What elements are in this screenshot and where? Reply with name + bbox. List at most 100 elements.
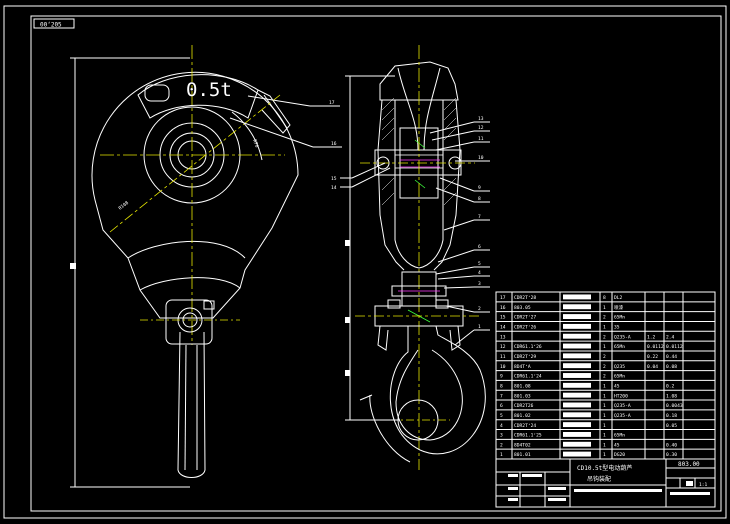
leader-1: 1 <box>454 324 490 346</box>
bom-total-weight: 0.05 <box>666 423 677 429</box>
drawing-title-line2: 吊钩装配 <box>587 475 611 483</box>
bom-material: 65Mn <box>614 374 625 380</box>
leader-7: 7 <box>443 214 490 231</box>
bom-quantity: 1 <box>603 433 606 439</box>
svg-text:16: 16 <box>331 141 337 147</box>
leader-9: 9 <box>439 177 490 192</box>
bom-material: 65Mn <box>614 344 625 350</box>
bom-material: 45 <box>614 442 620 448</box>
svg-text:11: 11 <box>478 136 484 142</box>
leader-11: 11 <box>435 136 490 151</box>
svg-text:1: 1 <box>478 324 481 330</box>
svg-text:5: 5 <box>478 261 481 267</box>
bom-item-number: 4 <box>500 423 503 429</box>
bom-part-name-block <box>563 422 591 428</box>
bom-quantity: 2 <box>603 334 606 340</box>
svg-text:R70: R70 <box>251 139 260 149</box>
bom-item-number: 1 <box>500 452 503 458</box>
leader-17: 17 <box>247 95 340 107</box>
leader-6: 6 <box>437 244 490 263</box>
bom-quantity: 1 <box>603 442 606 448</box>
bom-part-code: CDR61.1ʻ24 <box>514 373 542 380</box>
bom-quantity: 1 <box>603 423 606 429</box>
bom-total-weight: 0.18 <box>666 413 677 419</box>
bom-part-name-block <box>563 294 591 300</box>
bom-unit-weight: 0.22 <box>647 354 658 360</box>
bom-item-number: 13 <box>500 334 506 340</box>
bom-part-name-block <box>563 402 591 408</box>
bom-material: DG20 <box>614 452 625 458</box>
svg-text:12: 12 <box>478 125 484 131</box>
bom-material: Q235-A <box>614 403 631 409</box>
bom-part-name-block <box>563 343 591 349</box>
bom-total-weight: 0.2 <box>666 383 675 389</box>
bom-part-code: CDR2Tʻ29 <box>514 353 536 360</box>
bom-item-number: 10 <box>500 364 506 370</box>
leader-4: 4 <box>437 270 490 280</box>
leader-10: 10 <box>455 155 490 162</box>
bom-part-name-block <box>563 431 591 437</box>
bom-total-weight: 0.40 <box>666 442 677 448</box>
bom-total-weight: 0.30 <box>666 452 677 458</box>
bom-material: Q235-A <box>614 334 631 340</box>
bom-quantity: 1 <box>603 393 606 399</box>
bom-row: 4 CDR2Tʻ24 1 0.05 <box>500 422 677 429</box>
leader-16: 16 <box>229 117 342 148</box>
bom-part-name-block <box>563 363 591 369</box>
bom-total-weight: 0.0112 <box>666 344 683 350</box>
bom-part-code: 8D4TʻA <box>514 363 531 370</box>
bom-material: 35 <box>614 325 620 331</box>
bom-quantity: 2 <box>603 374 606 380</box>
bom-part-name-block <box>563 373 591 378</box>
bom-quantity: 1 <box>603 413 606 419</box>
svg-text:14: 14 <box>331 185 337 191</box>
bom-part-code: 801.03 <box>514 393 531 399</box>
load-rating-label: 0.5t <box>186 79 232 101</box>
bom-material: HT200 <box>614 393 628 399</box>
bom-item-number: 3 <box>500 433 503 439</box>
bom-item-number: 6 <box>500 403 503 409</box>
svg-text:6: 6 <box>478 244 481 250</box>
bom-item-number: 5 <box>500 413 503 419</box>
bom-part-name-block <box>563 353 591 359</box>
svg-text:9: 9 <box>478 185 481 191</box>
bom-part-name-block <box>563 333 591 339</box>
bom-unit-weight: 1.2 <box>647 334 656 340</box>
svg-text:8: 8 <box>478 196 481 202</box>
svg-text:3: 3 <box>478 281 481 287</box>
bom-item-number: 11 <box>500 354 506 360</box>
bom-quantity: 2 <box>603 315 606 321</box>
outer-sheet-frame <box>3 5 727 519</box>
bom-part-name-block <box>563 382 591 388</box>
svg-text:7: 7 <box>478 214 481 220</box>
bom-material: Q235-A <box>614 413 631 419</box>
corner-code-box <box>33 18 75 29</box>
bom-part-code: 801.08 <box>514 383 531 389</box>
bom-part-code: 801.01 <box>514 452 531 458</box>
svg-text:R108: R108 <box>118 200 131 212</box>
bom-item-number: 12 <box>500 344 506 350</box>
bom-part-code: 801.02 <box>514 413 531 419</box>
bom-part-name-block <box>563 314 591 320</box>
bom-part-code: 803.05 <box>514 305 531 311</box>
leader-13: 13 <box>429 116 490 134</box>
bom-part-code: 8D4T02 <box>514 442 531 448</box>
leader-5: 5 <box>435 261 490 275</box>
bom-part-code: CDR2Tʻ24 <box>514 422 536 429</box>
bom-quantity: 1 <box>603 325 606 331</box>
svg-text:10: 10 <box>478 155 484 161</box>
bom-part-name-block <box>563 392 591 398</box>
svg-text:15: 15 <box>331 176 337 182</box>
leader-12: 12 <box>431 125 490 141</box>
bom-quantity: 1 <box>603 305 606 311</box>
leader-15-14: 15 14 <box>331 162 391 191</box>
